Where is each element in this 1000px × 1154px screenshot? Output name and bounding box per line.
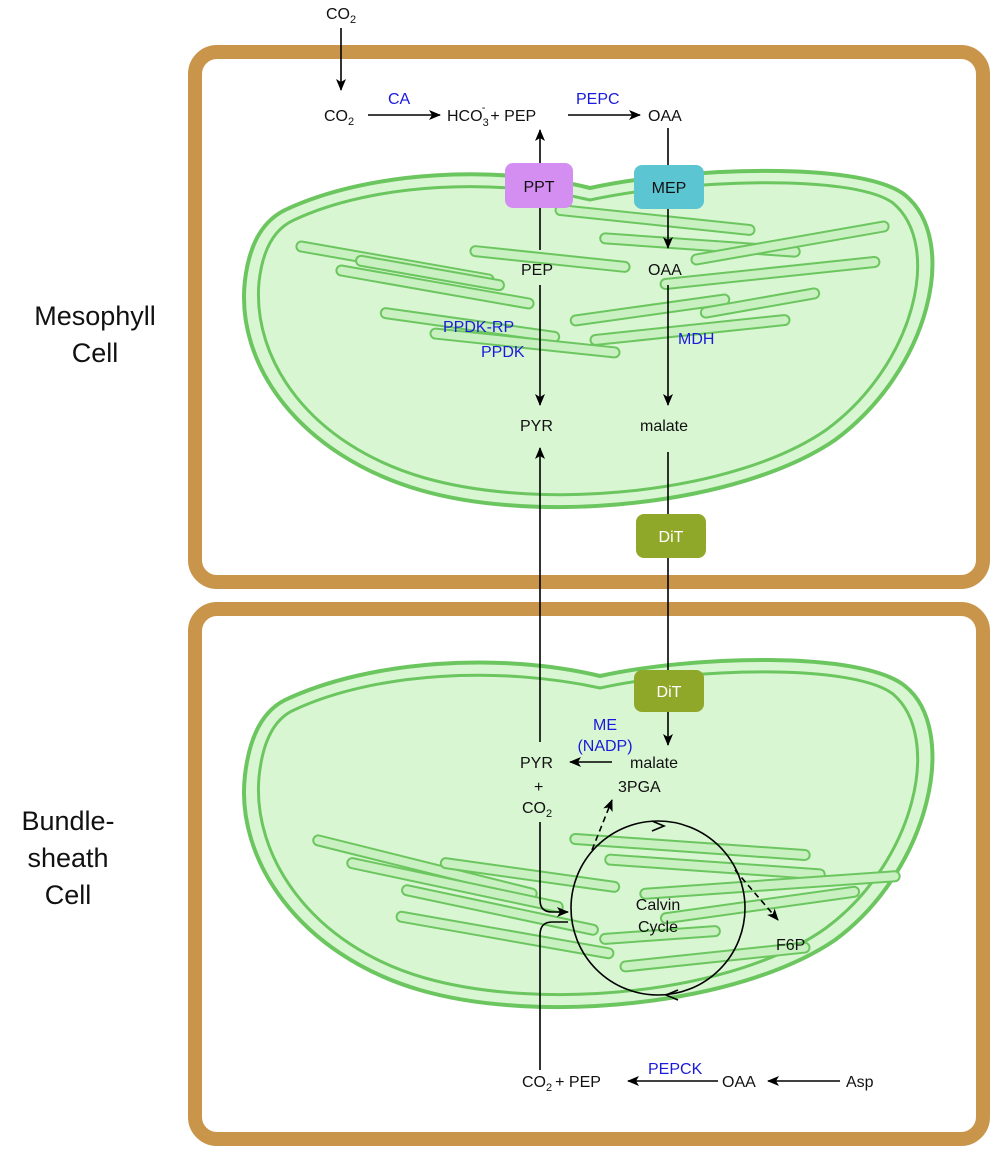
enzyme-pepck: PEPCK: [648, 1061, 703, 1078]
enzyme-mdh: MDH: [678, 331, 714, 348]
enzyme-ppdk: PPDK: [481, 344, 525, 361]
mesophyll-thylakoids: [295, 204, 890, 359]
enzyme-me: ME: [593, 717, 617, 734]
ppt-transporter: PPT: [505, 163, 573, 208]
pga-product: 3PGA: [618, 779, 661, 796]
f6p-product: F6P: [776, 937, 805, 954]
svg-text:DiT: DiT: [659, 529, 684, 546]
oaa-chloroplast: OAA: [648, 262, 682, 279]
bundle-sheath-thylakoids: [312, 832, 901, 973]
enzyme-pepc: PEPC: [576, 91, 620, 108]
pep-chloroplast: PEP: [521, 262, 553, 279]
enzyme-ca: CA: [388, 91, 411, 108]
co2-bundle: CO2: [522, 800, 552, 820]
co2-plus-pep-bottom: CO2+ PEP: [522, 1074, 601, 1094]
mesophyll-label-line2: Cell: [72, 338, 119, 368]
mesophyll-chloroplast: [242, 168, 935, 510]
co2-atmosphere: CO2: [326, 6, 356, 26]
enzyme-me-nadp: (NADP): [577, 738, 632, 755]
asp-bottom: Asp: [846, 1074, 874, 1091]
svg-text:MEP: MEP: [652, 180, 687, 197]
calvin-cycle-line2: Cycle: [638, 919, 678, 936]
dit-transporter-mesophyll: DiT: [636, 514, 706, 558]
co2-mesophyll: CO2: [324, 108, 354, 128]
mep-transporter: MEP: [634, 165, 704, 209]
plus-sign: +: [534, 779, 543, 796]
hco3-plus-pep: HCO3-+ PEP: [447, 102, 536, 129]
calvin-cycle-line1: Calvin: [636, 897, 680, 914]
enzyme-ppdk-rp: PPDK-RP: [443, 319, 514, 336]
svg-text:DiT: DiT: [657, 684, 682, 701]
bundle-sheath-chloroplast: [242, 658, 935, 1010]
pyr-mesophyll: PYR: [520, 418, 553, 435]
dit-transporter-bundle: DiT: [634, 670, 704, 712]
bundle-sheath-label-line3: Cell: [45, 880, 92, 910]
pathway-arrows: [336, 28, 840, 1086]
bundle-sheath-label-line2: sheath: [27, 843, 108, 873]
malate-mesophyll: malate: [640, 418, 688, 435]
mesophyll-label-line1: Mesophyll: [34, 301, 156, 331]
svg-text:PPT: PPT: [523, 179, 554, 196]
pyr-bundle: PYR: [520, 755, 553, 772]
oaa-bottom: OAA: [722, 1074, 756, 1091]
oaa-cytosol: OAA: [648, 108, 682, 125]
malate-bundle: malate: [630, 755, 678, 772]
bundle-sheath-label-line1: Bundle-: [21, 806, 114, 836]
